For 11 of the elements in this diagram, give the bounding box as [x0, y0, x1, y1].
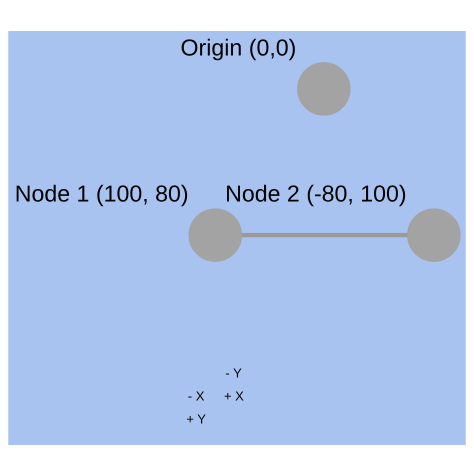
label: - Y	[225, 365, 242, 380]
label: + Y	[186, 412, 206, 427]
node-circle	[407, 208, 461, 262]
connector	[242, 232, 408, 238]
node-circle	[297, 62, 351, 116]
node-label: Node 2 (-80, 100)	[225, 180, 407, 207]
label: - X	[188, 388, 204, 404]
node-label: Origin (0,0)	[180, 34, 296, 60]
label: + X	[224, 388, 244, 404]
node-circle	[188, 208, 242, 262]
node-label: Node 1 (100, 80)	[14, 180, 189, 207]
